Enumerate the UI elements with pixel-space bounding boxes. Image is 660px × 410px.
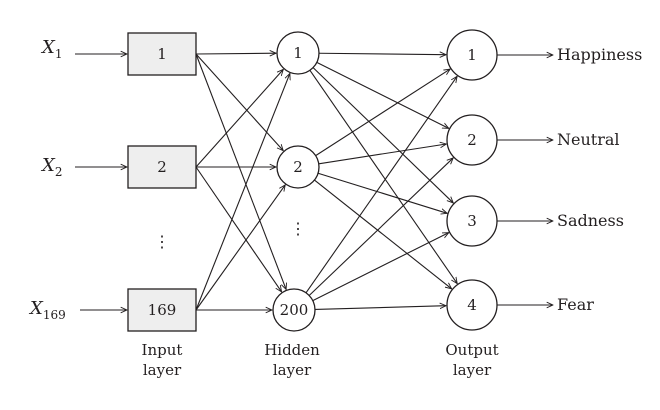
- edge-hidden-1-output-2: [316, 61, 449, 128]
- input-node-2: 2: [127, 145, 197, 189]
- input-node-169-label: 169: [148, 301, 177, 319]
- input-node-169: 169: [127, 288, 197, 332]
- output-node-3-label: 3: [467, 212, 477, 230]
- svg-text:Input: Input: [142, 341, 183, 359]
- caption-output-layer: Output layer: [445, 341, 498, 379]
- output-node-4: 4: [446, 279, 498, 331]
- svg-text:X1: X1: [40, 37, 62, 61]
- caption-hidden-layer: Hidden layer: [264, 341, 320, 379]
- svg-text:Output: Output: [445, 341, 498, 359]
- output-label-sadness: Sadness: [557, 211, 624, 230]
- edge-hidden-2-output-1: [315, 69, 450, 157]
- edge-hidden-2-output-2: [318, 144, 447, 165]
- edge-hidden-1-output-1: [318, 53, 446, 54]
- input-label-x169: X169: [28, 298, 66, 322]
- edge-input-1-hidden-1: [195, 53, 276, 54]
- svg-text:X169: X169: [28, 298, 66, 322]
- output-node-3: 3: [446, 195, 498, 247]
- edge-input-2-hidden-1: [195, 69, 283, 168]
- output-label-neutral: Neutral: [557, 130, 620, 149]
- output-label-fear: Fear: [557, 295, 594, 314]
- edge-input-2-hidden-3: [195, 166, 282, 292]
- output-node-1-label: 1: [467, 46, 477, 64]
- input-node-1: 1: [127, 32, 197, 76]
- edge-hidden-3-output-2: [308, 158, 453, 296]
- hidden-node-200-label: 200: [280, 301, 309, 319]
- edge-input-3-hidden-1: [195, 73, 290, 311]
- edge-input-3-hidden-2: [195, 185, 285, 311]
- edge-input-1-hidden-3: [195, 53, 286, 289]
- edge-hidden-3-output-1: [305, 76, 457, 294]
- svg-text:layer: layer: [453, 361, 492, 379]
- edge-hidden-2-output-3: [317, 172, 447, 213]
- edge-hidden-3-output-3: [312, 233, 449, 302]
- edge-hidden-1-output-4: [309, 69, 457, 283]
- output-node-4-label: 4: [467, 296, 477, 314]
- edge-input-1-hidden-2: [195, 53, 283, 151]
- edge-hidden-3-output-4: [314, 306, 446, 310]
- connection-lines: [75, 53, 553, 310]
- output-node-2: 2: [446, 114, 498, 166]
- svg-text:layer: layer: [273, 361, 312, 379]
- output-node-2-label: 2: [467, 131, 477, 149]
- input-node-2-label: 2: [157, 158, 167, 176]
- output-node-1: 1: [446, 29, 498, 81]
- input-ellipsis: ⋮: [154, 232, 170, 251]
- svg-text:Hidden: Hidden: [264, 341, 320, 359]
- input-label-x2: X2: [40, 155, 62, 179]
- hidden-ellipsis: ⋮: [290, 219, 306, 238]
- input-node-1-label: 1: [157, 45, 167, 63]
- output-label-happiness: Happiness: [557, 45, 642, 64]
- hidden-node-1-label: 1: [293, 44, 303, 62]
- caption-input-layer: Input layer: [142, 341, 183, 379]
- input-label-x1: X1: [40, 37, 62, 61]
- hidden-node-200: 200: [272, 288, 316, 332]
- edge-hidden-2-output-4: [314, 179, 451, 289]
- hidden-node-2: 2: [276, 145, 320, 189]
- svg-text:X2: X2: [40, 155, 62, 179]
- hidden-node-2-label: 2: [293, 158, 303, 176]
- hidden-node-1: 1: [276, 31, 320, 75]
- svg-text:layer: layer: [143, 361, 182, 379]
